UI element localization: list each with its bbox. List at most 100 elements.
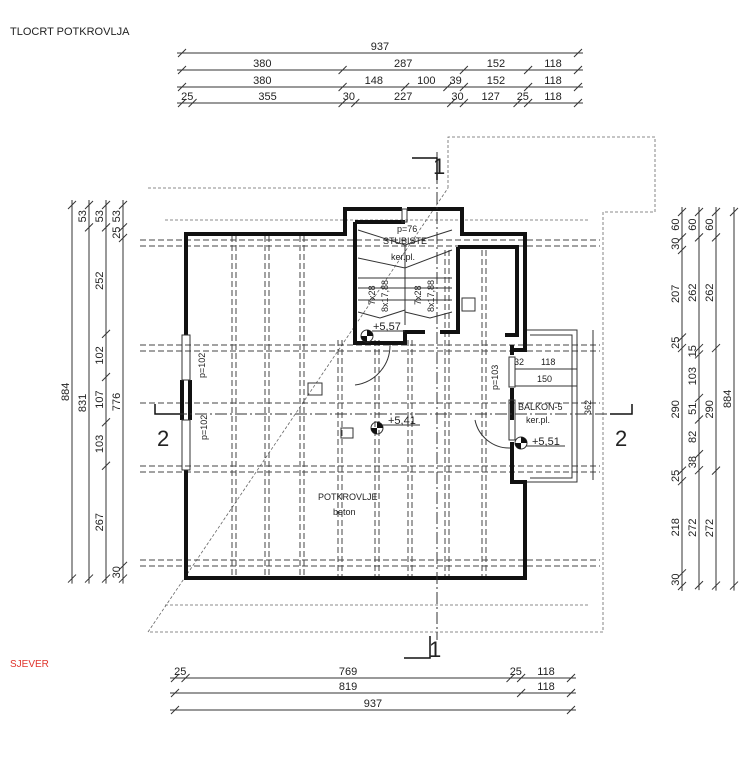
top-dimension-tick <box>573 48 583 58</box>
stair-run-2a: 7x28 <box>413 285 423 305</box>
stairs-finish: ker.pl. <box>391 252 415 262</box>
balcony-dim-362: 362 <box>583 400 593 415</box>
bottom-dimension-label: 937 <box>364 698 382 710</box>
top-dimension-tick <box>400 82 410 92</box>
left-dimension-label: 776 <box>111 393 123 411</box>
bottom-dimension-label: 25 <box>174 666 186 678</box>
top-dimension-label: 287 <box>394 58 412 70</box>
staircase <box>357 229 453 325</box>
stair-run-2b: 8x17,88 <box>426 280 436 312</box>
left-dimension-tick <box>101 574 111 583</box>
left-dimension-label: 30 <box>111 566 123 578</box>
right-dimension-label: 38 <box>687 456 699 468</box>
left-dimension-label: 103 <box>94 435 106 453</box>
section-1-top: 1 <box>433 154 445 179</box>
opening-balcony-door: p=103 <box>490 365 500 390</box>
top-dimension-tick <box>177 48 187 58</box>
left-dimension-tick <box>101 461 111 471</box>
top-dimension-label: 148 <box>365 75 383 87</box>
right-dimension-label: 30 <box>670 574 682 586</box>
right-dimension-tick <box>711 466 721 475</box>
balcony-dim-150: 150 <box>537 374 552 384</box>
right-dimension-tick <box>694 449 704 459</box>
top-dimension-label: 380 <box>253 58 271 70</box>
top-dimension-label: 25 <box>181 91 193 103</box>
left-dimension-label: 831 <box>77 394 89 412</box>
left-dimension-tick <box>84 223 94 232</box>
right-dimension-tick <box>729 207 739 217</box>
left-dimension-label: 884 <box>60 383 72 401</box>
right-dimension-label: 15 <box>687 345 699 357</box>
right-dimension-tick <box>711 343 721 353</box>
top-dimension-label: 118 <box>544 75 562 87</box>
left-dimension-label: 267 <box>94 513 106 531</box>
bottom-dimension-tick <box>566 705 576 715</box>
left-dimension-tick <box>118 223 128 232</box>
section-line-1 <box>404 152 438 659</box>
balcony-name: BALKON-5 <box>518 402 563 412</box>
right-dimension-label: 272 <box>704 519 716 537</box>
top-dimension-tick <box>513 98 522 108</box>
bottom-dimension-tick <box>170 688 180 698</box>
right-dimension-tick <box>711 207 721 217</box>
top-dimension-label: 25 <box>517 91 529 103</box>
right-dimension-label: 884 <box>722 390 734 408</box>
right-dimension-tick <box>677 466 687 475</box>
right-dimension-tick <box>677 476 687 486</box>
right-dimension-tick <box>694 207 704 217</box>
top-dimension-tick <box>446 98 456 108</box>
top-dimension-label: 100 <box>417 75 435 87</box>
right-dimension-tick <box>694 233 704 242</box>
right-dimension-tick <box>694 465 704 475</box>
top-dimension-label: 118 <box>544 91 562 103</box>
balcony-outline <box>527 329 578 483</box>
top-dimension-label: 937 <box>371 41 389 53</box>
section-2-right: 2 <box>615 426 627 451</box>
walls <box>180 207 527 580</box>
stairs-width: p=76 <box>397 224 417 234</box>
left-dimension-tick <box>101 329 111 339</box>
left-dimension-tick <box>84 200 94 210</box>
balcony-finish: ker.pl. <box>526 415 550 425</box>
top-dimension-tick <box>523 98 533 108</box>
top-dimension-tick <box>573 65 583 75</box>
left-dimension-label: 53 <box>94 210 106 222</box>
stair-run-1b: 8x17,88 <box>380 280 390 312</box>
right-dimension-tick <box>711 233 721 242</box>
right-dimension-label: 290 <box>670 400 682 418</box>
top-dimension-tick <box>177 98 187 108</box>
left-dimension-tick <box>101 200 111 210</box>
right-dimension-label: 262 <box>704 284 716 302</box>
right-dimension-label: 25 <box>670 337 682 349</box>
top-dimension-label: 39 <box>450 75 462 87</box>
right-dimension-tick <box>729 581 739 590</box>
balcony-dim-32: 32 <box>514 357 524 367</box>
left-dimension-tick <box>101 223 111 232</box>
level-attic: +5,41 <box>388 415 416 427</box>
attic-finish: beton <box>333 507 356 517</box>
right-dimension-tick <box>677 581 687 591</box>
left-dimension-tick <box>118 574 128 583</box>
right-dimension-label: 25 <box>670 470 682 482</box>
right-dimension-tick <box>694 393 704 403</box>
left-dimension-label: 53 <box>111 210 123 222</box>
top-dimension-label: 380 <box>253 75 271 87</box>
left-dimension-tick <box>118 561 128 571</box>
right-dimension-tick <box>694 580 704 590</box>
right-dimension-label: 30 <box>670 238 682 250</box>
top-dimension-tick <box>573 82 583 92</box>
top-dimension-label: 30 <box>343 91 355 103</box>
right-dimension-label: 262 <box>687 284 699 302</box>
top-dimension-tick <box>338 65 347 75</box>
level-marker-attic <box>370 421 420 435</box>
top-dimension-tick <box>573 98 583 108</box>
top-dimension-label: 118 <box>544 58 562 70</box>
bottom-dimension-tick <box>566 688 576 698</box>
top-dimension-tick <box>523 82 533 92</box>
bottom-dimension-tick <box>516 673 526 683</box>
bottom-dimension-tick <box>506 673 515 683</box>
right-dimension-tick <box>677 233 687 242</box>
right-dimension-tick <box>677 568 687 578</box>
